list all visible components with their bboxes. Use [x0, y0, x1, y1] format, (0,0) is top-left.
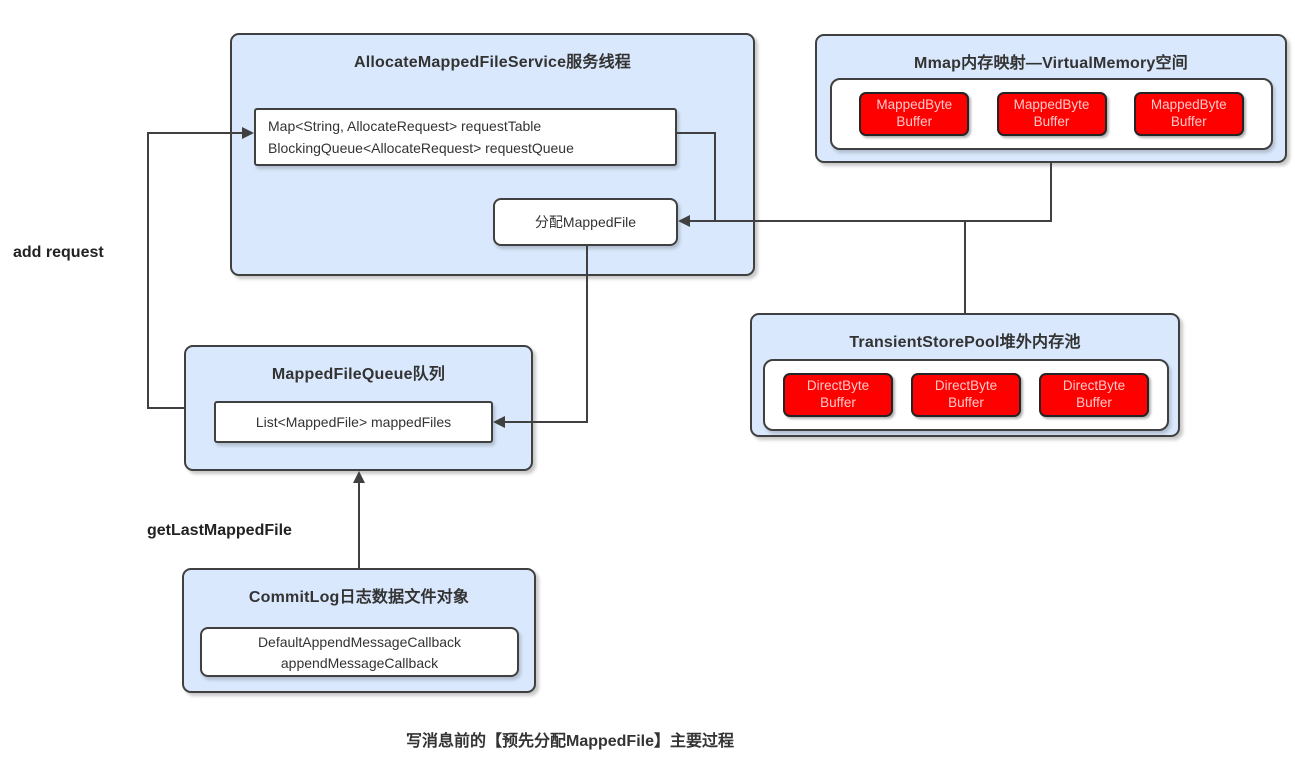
allocate-service-title: AllocateMappedFileService服务线程 [354, 54, 631, 71]
transient-buffer-container: DirectByte Buffer DirectByte Buffer Dire… [763, 359, 1169, 431]
arrowhead-into-queue [353, 471, 365, 483]
allocate-mappedfile-node: 分配MappedFile [493, 198, 678, 246]
diagram-caption: 写消息前的【预先分配MappedFile】主要过程 [405, 733, 734, 750]
request-table-line1: Map<String, AllocateRequest> requestTabl… [268, 118, 542, 134]
get-last-mapped-file-label: getLastMappedFile [147, 522, 292, 539]
mapped-byte-buffer-node: MappedByte Buffer [1133, 92, 1244, 136]
direct-byte-buffer-node: DirectByte Buffer [911, 373, 1021, 417]
mapped-byte-buffer-node: MappedByte Buffer [859, 92, 970, 136]
mapped-byte-buffer-node: MappedByte Buffer [996, 92, 1107, 136]
request-table-box: Map<String, AllocateRequest> requestTabl… [254, 108, 677, 166]
mmap-title: Mmap内存映射—VirtualMemory空间 [914, 55, 1188, 72]
mapped-file-queue-title: MappedFileQueue队列 [271, 366, 446, 383]
direct-byte-buffer-node: DirectByte Buffer [783, 373, 893, 417]
commit-log-title: CommitLog日志数据文件对象 [248, 589, 470, 606]
request-table-line2: BlockingQueue<AllocateRequest> requestQu… [268, 140, 574, 156]
mapped-files-list-label: List<MappedFile> mappedFiles [255, 414, 452, 430]
mapped-files-list-node: List<MappedFile> mappedFiles [214, 401, 493, 443]
callback-line2: appendMessageCallback [280, 655, 439, 671]
callback-line1: DefaultAppendMessageCallback [257, 634, 462, 650]
allocate-mappedfile-label: 分配MappedFile [534, 214, 637, 230]
append-message-callback-node: DefaultAppendMessageCallback appendMessa… [200, 627, 519, 677]
transient-pool-title: TransientStorePool堆外内存池 [849, 334, 1081, 351]
direct-byte-buffer-node: DirectByte Buffer [1039, 373, 1149, 417]
add-request-label: add request [13, 244, 104, 261]
mmap-buffer-container: MappedByte Buffer MappedByte Buffer Mapp… [830, 78, 1273, 150]
